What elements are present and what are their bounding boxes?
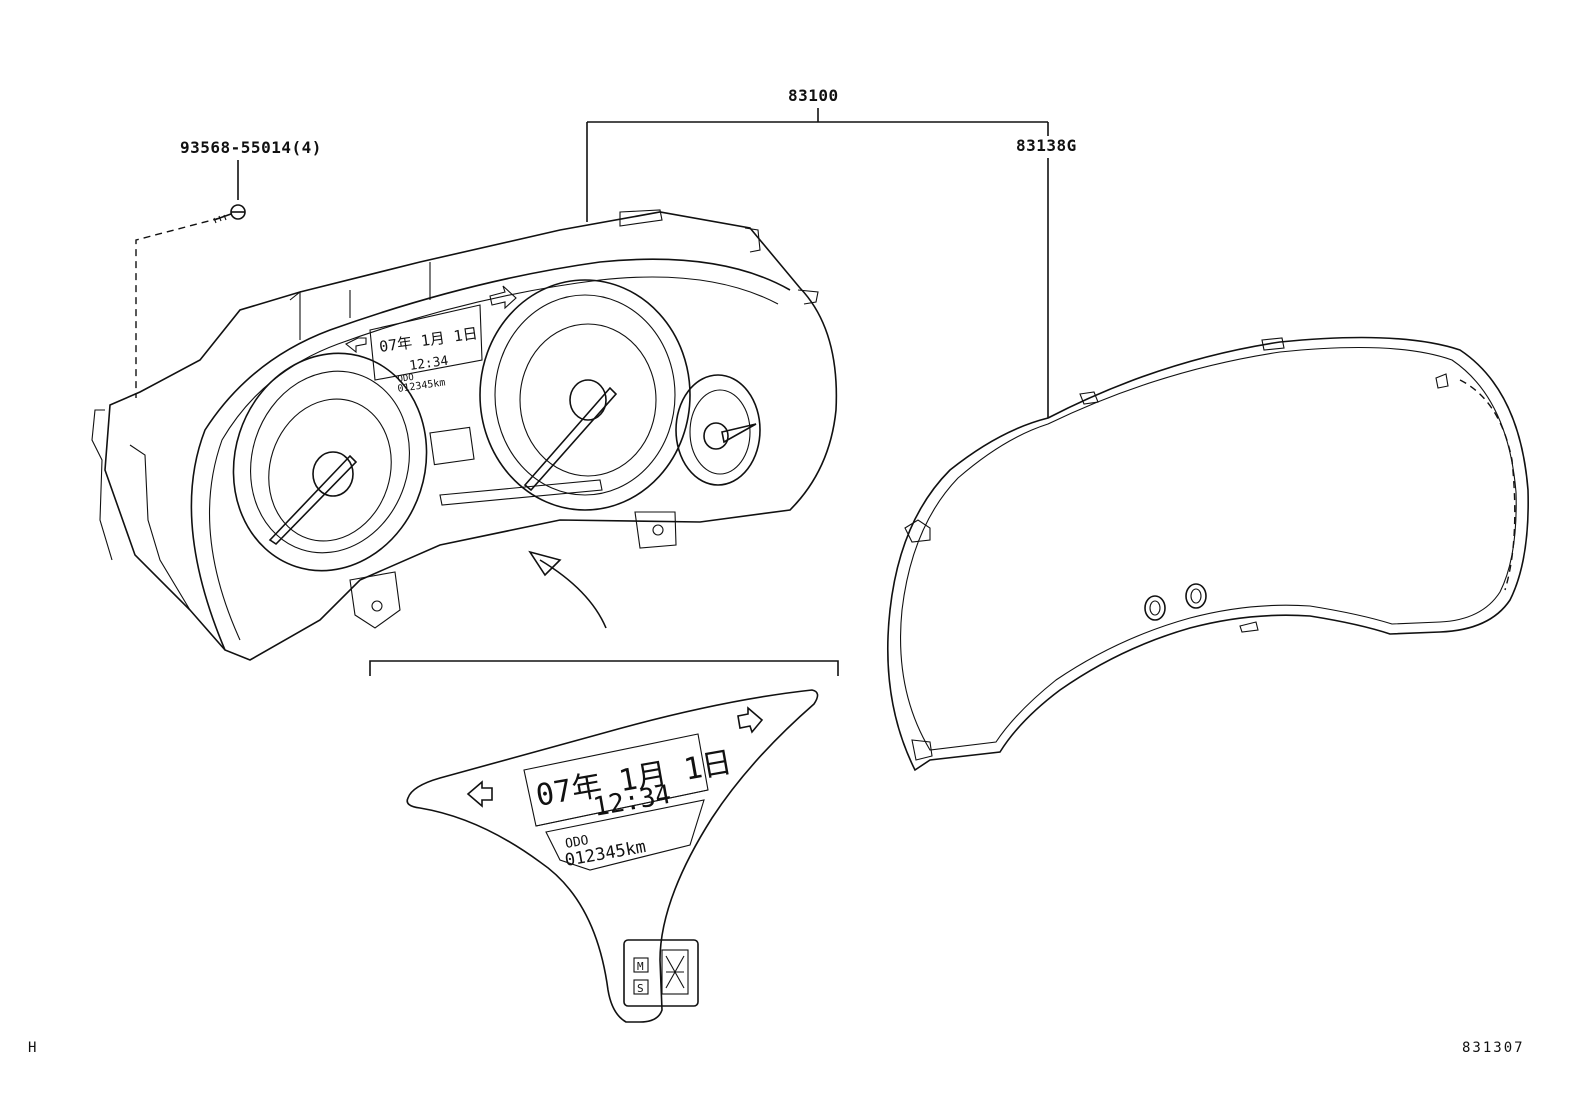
mode-m-box <box>633 957 649 973</box>
mode-m: M <box>637 960 644 973</box>
corner-code-left: H <box>28 1040 39 1056</box>
label-83100: 83100 <box>788 86 839 105</box>
odo-label: ODO <box>564 833 590 852</box>
meter-lens-cover <box>886 336 1529 772</box>
svg-text:07年 1月 1日: 07年 1月 1日 <box>378 324 479 356</box>
figure-number: 831307 <box>1462 1040 1525 1056</box>
gear-digit-icon <box>661 949 689 995</box>
mode-s-box <box>633 979 649 995</box>
label-83138g: 83138G <box>1016 136 1077 155</box>
arrow-right-icon <box>737 706 764 734</box>
display-plate-detail: 07年 1月 1日 12:34 ODO 012345km M S <box>369 660 839 1023</box>
screw-icon <box>213 204 246 224</box>
arrow-left-icon <box>466 780 493 808</box>
combination-meter-assembly: 07年 1月 1日 12:34 ODO 012345km <box>91 209 838 661</box>
label-screw: 93568-55014(4) <box>180 138 322 157</box>
shift-indicator-panel <box>623 939 699 1007</box>
svg-text:12:34: 12:34 <box>408 354 449 374</box>
mode-s: S <box>637 982 644 995</box>
svg-text:ODO: ODO <box>397 373 414 385</box>
leader-lines <box>135 108 1049 418</box>
